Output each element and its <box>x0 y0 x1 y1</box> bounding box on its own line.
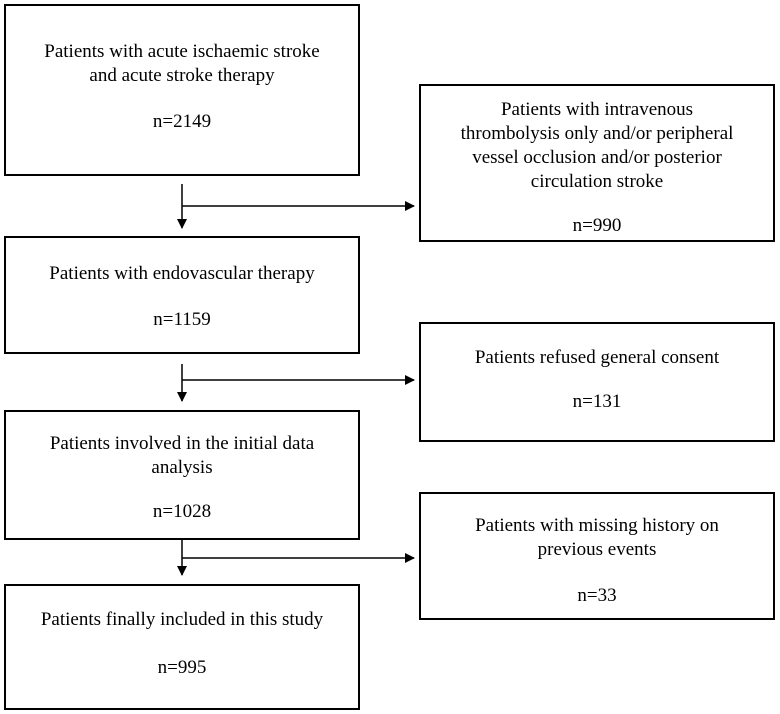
box-final: Patients finally included in this study … <box>4 584 360 710</box>
box-excluded-ivt: Patients with intravenous thrombolysis o… <box>419 84 775 242</box>
box-acute-stroke: Patients with acute ischaemic stroke and… <box>4 4 360 176</box>
box-initial-analysis-title: Patients involved in the initial data an… <box>49 433 315 478</box>
box-endovascular-count: n=1159 <box>153 309 211 330</box>
box-refused-consent-title: Patients refused general consent <box>474 347 720 368</box>
box-initial-analysis: Patients involved in the initial data an… <box>4 410 360 540</box>
box-initial-analysis-count: n=1028 <box>152 501 212 522</box>
box-final-count: n=995 <box>157 657 207 678</box>
box-missing-history: Patients with missing history on previou… <box>419 492 775 620</box>
box-missing-history-count: n=33 <box>577 585 617 606</box>
box-endovascular: Patients with endovascular therapy n=115… <box>4 236 360 354</box>
box-excluded-ivt-count: n=990 <box>572 215 622 236</box>
box-refused-consent-count: n=131 <box>572 391 622 412</box>
box-missing-history-title: Patients with missing history on previou… <box>475 515 719 560</box>
box-endovascular-title: Patients with endovascular therapy <box>49 263 315 284</box>
box-refused-consent: Patients refused general consent n=131 <box>419 322 775 442</box>
box-excluded-ivt-title: Patients with intravenous thrombolysis o… <box>460 99 734 192</box>
box-acute-stroke-count: n=2149 <box>152 111 212 132</box>
box-acute-stroke-title: Patients with acute ischaemic stroke and… <box>44 41 320 86</box>
box-final-title: Patients finally included in this study <box>40 609 324 630</box>
